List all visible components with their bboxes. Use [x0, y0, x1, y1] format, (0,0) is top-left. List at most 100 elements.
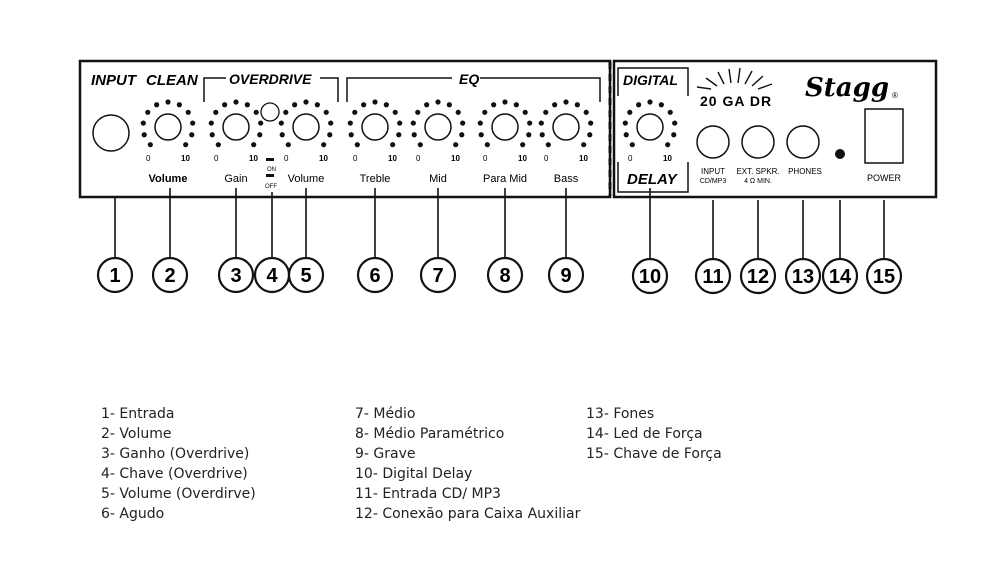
callout-14: 14 — [821, 200, 859, 295]
scale-max-label: 10 — [451, 154, 460, 163]
callout-15: 15 — [865, 200, 903, 295]
switch-on-label: ON — [267, 167, 276, 173]
cd-mp3-input-jack[interactable] — [696, 125, 730, 159]
callout-circle — [287, 256, 325, 294]
scale-dot — [253, 109, 259, 115]
knob-cap[interactable] — [552, 113, 580, 141]
ext-speaker-jack[interactable] — [741, 125, 775, 159]
scale-dot — [361, 102, 367, 108]
scale-dot — [348, 132, 354, 138]
scale-dot — [526, 132, 532, 138]
scale-dot — [424, 102, 430, 108]
scale-dot — [257, 132, 263, 138]
scale-dot — [478, 132, 484, 138]
model-name: 20 GA DR — [700, 93, 772, 109]
callout-5: 5 — [287, 188, 325, 294]
callout-number: 15 — [873, 266, 895, 288]
callout-8: 8 — [486, 188, 524, 294]
knob-label: Gain — [224, 173, 247, 185]
callout-circle — [151, 256, 189, 294]
legend-item: 11- Entrada CD/ MP3 — [355, 486, 501, 502]
scale-max-label: 10 — [663, 154, 672, 163]
phones-jack[interactable] — [786, 125, 820, 159]
scale-dot — [459, 132, 465, 138]
legend-item: 7- Médio — [355, 406, 416, 422]
scale-dot — [453, 142, 459, 148]
scale-dot — [354, 142, 360, 148]
jack-label-cdmp3: CD/MP3 — [700, 178, 727, 185]
scale-dot — [251, 142, 257, 148]
scale-dot — [213, 109, 219, 115]
scale-dot — [484, 142, 490, 148]
scale-dot — [545, 142, 551, 148]
knob-label: Volume — [288, 173, 325, 185]
scale-dot — [587, 132, 593, 138]
legend-item: 13- Fones — [586, 406, 655, 422]
overdrive-bracket — [203, 77, 339, 102]
knob-cap[interactable] — [361, 113, 389, 141]
callout-13: 13 — [784, 200, 822, 295]
legend-item: 8- Médio Paramétrico — [355, 426, 505, 442]
scale-dot — [502, 99, 508, 105]
legend-item: 15- Chave de Força — [586, 446, 722, 462]
scale-dot — [563, 99, 569, 105]
callout-circle — [739, 257, 777, 295]
legend-item: 1- Entrada — [101, 406, 175, 422]
callout-12: 12 — [739, 200, 777, 295]
callout-number: 5 — [300, 265, 311, 287]
scale-dot — [222, 102, 228, 108]
knob-cap[interactable] — [292, 113, 320, 141]
knob-cap[interactable] — [491, 113, 519, 141]
callout-number: 2 — [164, 265, 175, 287]
scale-dot — [145, 109, 151, 115]
heading-digital: DIGITAL — [623, 72, 678, 88]
scale-dot — [629, 142, 635, 148]
scale-min-label: 0 — [416, 154, 421, 163]
callout-number: 1 — [109, 265, 120, 287]
knob-cap[interactable] — [222, 113, 250, 141]
callout-number: 13 — [792, 266, 814, 288]
scale-max-label: 10 — [388, 154, 397, 163]
callout-number: 14 — [829, 266, 852, 288]
scale-dot — [185, 109, 191, 115]
callout-1: 1 — [96, 197, 134, 294]
jack-label-ext-min: 4 Ω MIN. — [744, 178, 772, 185]
knob-label: Mid — [429, 173, 447, 185]
scale-dot — [622, 120, 628, 126]
knob-label: Volume — [149, 173, 188, 185]
knob-cap[interactable] — [154, 113, 182, 141]
scale-dot — [513, 102, 519, 108]
input-jack[interactable] — [92, 114, 130, 152]
overdrive-switch-button[interactable] — [260, 102, 280, 122]
scale-dot — [285, 142, 291, 148]
callout-number: 10 — [639, 266, 661, 288]
callout-circle — [821, 257, 859, 295]
knob-cap[interactable] — [424, 113, 452, 141]
legend-item: 12- Conexão para Caixa Auxiliar — [355, 506, 581, 522]
scale-dot — [141, 132, 147, 138]
scale-dot — [392, 109, 398, 115]
knob-cap[interactable] — [636, 113, 664, 141]
heading-eq: EQ — [459, 71, 479, 87]
legend-column-3: 13- Fones 14- Led de Força 15- Chave de … — [586, 404, 722, 464]
scale-dot — [636, 102, 642, 108]
legend-item: 9- Grave — [355, 446, 416, 462]
scale-dot — [183, 142, 189, 148]
scale-dot — [147, 142, 153, 148]
scale-dot — [477, 120, 483, 126]
power-switch[interactable] — [864, 108, 904, 164]
callout-number: 9 — [560, 265, 571, 287]
scale-dot — [446, 102, 452, 108]
callout-6: 6 — [356, 188, 394, 294]
scale-dot — [233, 99, 239, 105]
scale-dot — [278, 120, 284, 126]
